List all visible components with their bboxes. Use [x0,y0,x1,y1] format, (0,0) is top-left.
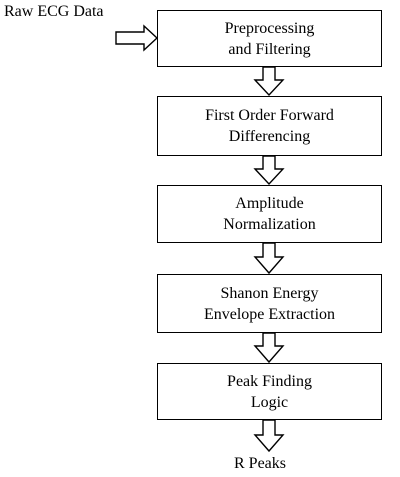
step-3-line-1: Amplitude [235,195,304,212]
step-3-line-2: Normalization [223,216,316,233]
step-1-line-1: Preprocessing [224,19,315,37]
step-shanon-energy-box: Shanon Energy Envelope Extraction [157,274,382,333]
step-2-line-1: First Order Forward [205,107,334,124]
step-2-line-2: Differencing [228,128,311,145]
flow-arrow-4-icon [253,332,285,364]
input-label: Raw ECG Data [4,3,104,20]
step-normalization-box: Amplitude Normalization [157,185,382,243]
step-1-line-2: and Filtering [228,40,311,58]
step-5-line-2: Logic [250,393,289,411]
step-4-line-1: Shanon Energy [220,284,319,302]
step-preprocessing-box: Preprocessing and Filtering [157,10,382,67]
input-arrow-icon [115,24,159,52]
flow-arrow-2-icon [253,155,285,186]
output-label: R Peaks [234,455,286,472]
step-4-line-2: Envelope Extraction [203,305,336,323]
step-peak-finding-box: Peak Finding Logic [157,363,382,420]
step-5-line-1: Peak Finding [227,372,312,390]
output-arrow-icon [253,419,285,453]
flow-arrow-1-icon [253,66,285,97]
step-differencing-box: First Order Forward Differencing [157,96,382,156]
flow-arrow-3-icon [253,242,285,275]
